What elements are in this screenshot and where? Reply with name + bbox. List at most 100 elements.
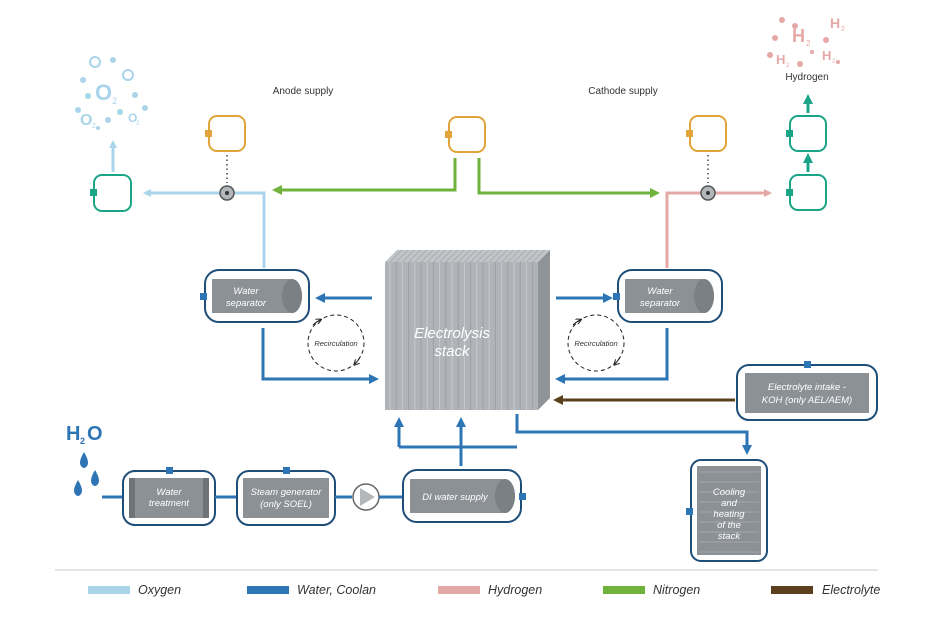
stack-plate-top: [464, 249, 477, 263]
stack-plate-top: [482, 249, 496, 263]
hydrogen-label: Hydrogen: [785, 72, 828, 83]
cooling-heating-unit: Cooling and heating of the stack: [686, 459, 768, 562]
hydrogen-h2-subscript-3: 2: [786, 63, 790, 69]
water-separator-right: Water separator: [613, 269, 723, 323]
stack-plates: [389, 249, 545, 410]
h2o-icon: H 2 O: [66, 423, 103, 496]
oxygen-bubbles: O 2 O 2 O 2: [75, 56, 148, 130]
nitrogen-supply-tank: [445, 116, 486, 153]
stack-label-line1: Electrolysis: [414, 325, 490, 342]
steam-generator-label-1: Steam generator: [251, 487, 323, 498]
steam-generator-label-2: (only SOEL): [260, 499, 312, 510]
left-return-line: [261, 328, 379, 384]
oxygen-o2-subscript: 2: [112, 96, 117, 106]
water-separator-right-label-1: Water: [647, 286, 673, 297]
water-treatment: Water treatment: [122, 467, 216, 526]
stack-plate-top: [519, 249, 533, 263]
h2o-subscript: 2: [80, 436, 85, 446]
water-drop-icon-3: [74, 480, 82, 496]
legend-swatch-oxygen: [88, 586, 130, 594]
h2o-o: O: [87, 423, 103, 445]
water-treatment-label-1: Water: [156, 487, 182, 498]
hydrogen-tank-top: [786, 115, 827, 152]
stack-plate-top: [507, 249, 521, 263]
di-water-label: DI water supply: [422, 492, 489, 503]
legend: Oxygen Water, Coolan Hydrogen Nitrogen E…: [88, 583, 880, 597]
cooling-label-4: of the: [717, 520, 741, 531]
pump-icon: [352, 483, 380, 511]
oxygen-tank: [90, 174, 132, 212]
recirculation-right-label: Recirculation: [574, 339, 617, 348]
legend-label-electrolyte: Electrolyte: [822, 583, 880, 597]
stack-plate-top: [420, 249, 434, 263]
legend-swatch-electrolyte: [771, 586, 813, 594]
legend-item-hydrogen: Hydrogen: [438, 583, 542, 597]
legend-swatch-water: [247, 586, 289, 594]
cooling-label-5: stack: [718, 531, 741, 542]
electrolysis-stack: Electrolysis stack: [385, 249, 550, 410]
legend-label-oxygen: Oxygen: [138, 583, 181, 597]
legend-item-electrolyte: Electrolyte: [771, 583, 880, 597]
cooling-fins: [699, 471, 759, 553]
hydrogen-h2-symbol-4: H: [822, 48, 831, 63]
stack-plate-top: [470, 249, 483, 263]
hydrogen-h2-subscript-2: 2: [841, 26, 845, 33]
hydrogen-h2-subscript: 2: [806, 39, 811, 48]
recirculation-right: Recirculation: [567, 314, 625, 372]
legend-label-nitrogen: Nitrogen: [653, 583, 700, 597]
stack-plate-top: [439, 249, 452, 263]
stack-plate-top: [457, 249, 471, 263]
stack-plate-top: [445, 249, 459, 263]
hydrogen-h2-symbol: H: [792, 26, 805, 46]
electrolyte-label-2: KOH (only AEL/AEM): [762, 395, 852, 406]
cathode-supply-label: Cathode supply: [588, 86, 658, 97]
stack-plate-top: [451, 249, 465, 263]
stack-plate-top: [495, 249, 508, 263]
cooling-label-3: heating: [713, 509, 745, 520]
hydrogen-h2-subscript-4: 2: [832, 59, 836, 65]
hydrogen-bubbles: H 2 H 2 H 2 H 2: [767, 15, 845, 69]
oxygen-line: [143, 189, 266, 268]
legend-label-water: Water, Coolan: [297, 583, 376, 597]
anode-valve-icon: [219, 185, 235, 201]
stack-plate-top: [426, 249, 440, 263]
stack-plate-top: [488, 249, 502, 263]
anode-supply-label: Anode supply: [273, 86, 334, 97]
legend-swatch-hydrogen: [438, 586, 480, 594]
steam-generator: Steam generator (only SOEL): [236, 467, 336, 526]
di-water-supply: DI water supply: [402, 469, 526, 523]
stack-plate-top: [389, 249, 403, 263]
hydrogen-line: [665, 189, 772, 268]
stack-plate-top: [414, 249, 428, 263]
cathode-valve-icon: [700, 185, 716, 201]
stack-plate-top: [526, 249, 539, 263]
stack-plate-top: [532, 249, 545, 263]
stack-to-cooling-line: [515, 414, 752, 455]
cooling-label-1: Cooling: [713, 487, 746, 498]
h2o-h: H: [66, 423, 80, 445]
legend-item-nitrogen: Nitrogen: [603, 583, 700, 597]
oxygen-o2-symbol-2: O: [80, 112, 92, 129]
water-separator-left: Water separator: [200, 269, 310, 323]
water-drop-icon: [80, 452, 88, 468]
electrolyte-label-1: Electrolyte intake -: [768, 382, 846, 393]
hydrogen-h2-symbol-3: H: [776, 52, 785, 67]
legend-label-hydrogen: Hydrogen: [488, 583, 542, 597]
cathode-supply-tank: [686, 115, 727, 152]
stack-plate-top: [501, 249, 514, 263]
stack-plate-top: [395, 249, 409, 263]
nitrogen-line-anode: [272, 158, 457, 195]
stack-plate-top: [402, 249, 415, 263]
water-treatment-label-2: treatment: [149, 498, 189, 509]
legend-item-water: Water, Coolan: [247, 583, 376, 597]
stack-plate-top: [476, 249, 490, 263]
stack-label-line2: stack: [434, 343, 471, 360]
water-separator-left-label-2: separator: [226, 298, 267, 309]
legend-swatch-nitrogen: [603, 586, 645, 594]
stack-plate-top: [408, 249, 421, 263]
hydrogen-tank-bottom: [786, 174, 827, 211]
oxygen-o2-symbol: O: [95, 80, 112, 105]
water-drop-icon-2: [91, 470, 99, 486]
